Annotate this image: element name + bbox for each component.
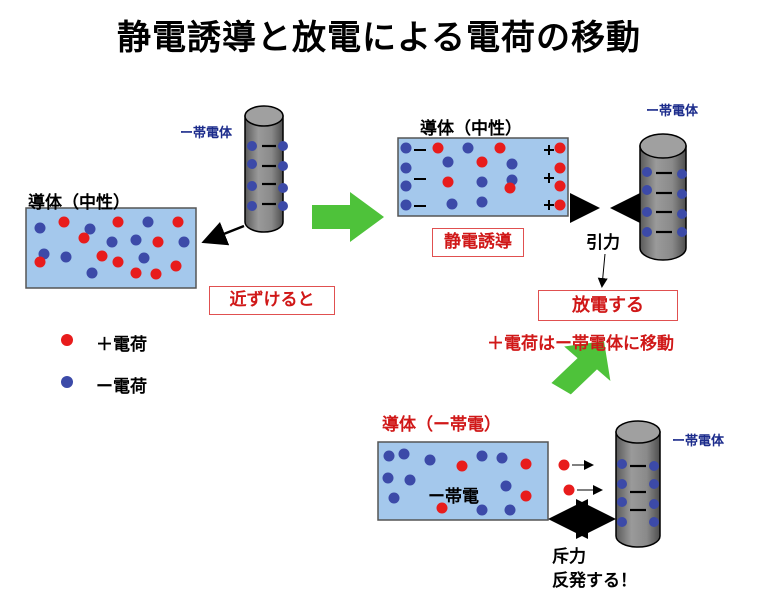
- panel2-induction-label: 静電誘導: [432, 228, 524, 257]
- panel3-rod-label: ー帯電体: [672, 434, 725, 449]
- legend-positive-dot: [61, 334, 73, 346]
- panel3-conductor-label: 導体（ー帯電）: [382, 415, 501, 435]
- panel1-action-label: 近ずけると: [209, 286, 335, 315]
- panel3-repulsion-label: 斥力: [552, 547, 586, 567]
- charged-rod-3: [615, 420, 661, 548]
- panel1: [25, 105, 288, 289]
- legend-negative-dot: [61, 376, 73, 388]
- panel2-charges: [400, 142, 566, 211]
- green-arrow-2: [551, 341, 611, 395]
- panel1-charges: [34, 216, 190, 280]
- rod3-charges: [617, 459, 659, 527]
- approach-arrow: [201, 222, 245, 246]
- panel2: [397, 133, 687, 288]
- page-title: 静電誘導と放電による電荷の移動: [117, 18, 641, 58]
- rod2-charges: [642, 167, 687, 237]
- panel2-rod-label: ー帯電体: [646, 104, 699, 119]
- panel1-conductor-label: 導体（中性）: [28, 193, 130, 213]
- rod1-charges: [247, 141, 288, 211]
- legend-positive-label: ＋電荷: [96, 335, 147, 355]
- panel3: [377, 420, 661, 548]
- neutral-conductor-box: [25, 207, 197, 289]
- panel3-repel-label: 反発する！: [552, 571, 637, 591]
- panel3-charges: [382, 448, 532, 516]
- panel2-conductor-label: 導体（中性）: [420, 119, 522, 139]
- panel3-body-label: ー帯電: [428, 487, 479, 507]
- green-arrow-1: [312, 192, 384, 242]
- moving-positive-charges: [558, 459, 603, 496]
- panel2-discharge-label: 放電する: [538, 290, 678, 321]
- panel2-attraction-label: 引力: [586, 233, 620, 253]
- panel1-rod-label: ー帯電体: [180, 126, 233, 141]
- charged-rod-2: [639, 133, 687, 261]
- panel2-transfer-label: ＋電荷はー帯電体に移動: [487, 334, 674, 354]
- charged-rod-1: [244, 105, 288, 233]
- legend-negative-label: ー電荷: [96, 377, 147, 397]
- discharge-pointer-arrow: [597, 253, 608, 288]
